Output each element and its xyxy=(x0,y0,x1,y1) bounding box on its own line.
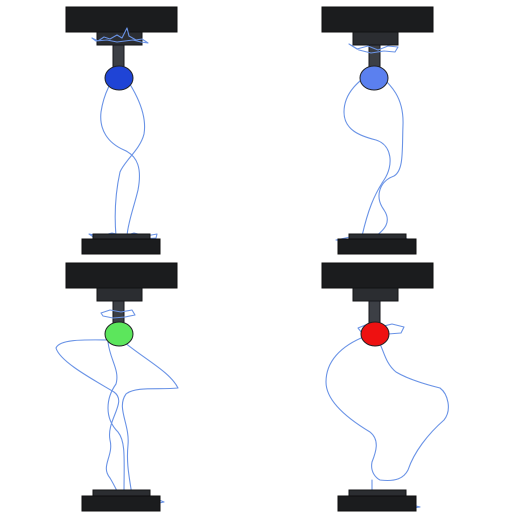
ceiling-mount xyxy=(352,31,399,46)
ceiling-mount xyxy=(352,287,399,302)
ceiling-block xyxy=(321,262,434,289)
tether-cable xyxy=(343,69,404,237)
ceiling-block xyxy=(65,6,178,33)
ceiling-mount xyxy=(96,287,143,302)
suspension-rod xyxy=(368,300,381,324)
panel-top-right xyxy=(321,6,434,255)
payload-ball xyxy=(104,65,134,91)
payload-ball xyxy=(104,321,134,347)
suspension-rod xyxy=(112,44,125,68)
panel-bottom-left xyxy=(55,262,179,512)
tether-cable xyxy=(325,335,449,482)
tether-cable xyxy=(55,339,179,497)
payload-ball xyxy=(359,65,389,91)
floor-block xyxy=(337,238,417,255)
payload-ball xyxy=(360,321,390,347)
panel-bottom-right xyxy=(321,262,449,512)
panel-top-left xyxy=(65,6,178,255)
ceiling-block xyxy=(321,6,434,33)
ceiling-mount xyxy=(96,31,143,46)
anchor-tangle xyxy=(91,27,149,44)
floor-block xyxy=(81,238,161,255)
floor-block xyxy=(81,495,161,512)
anchor-tangle xyxy=(100,309,136,319)
ceiling-block xyxy=(65,262,178,289)
floor-block xyxy=(337,495,417,512)
tether-cable xyxy=(100,69,146,237)
floor-mount xyxy=(92,489,151,497)
anchor-tangle xyxy=(348,43,399,54)
floor-mount xyxy=(348,489,407,497)
